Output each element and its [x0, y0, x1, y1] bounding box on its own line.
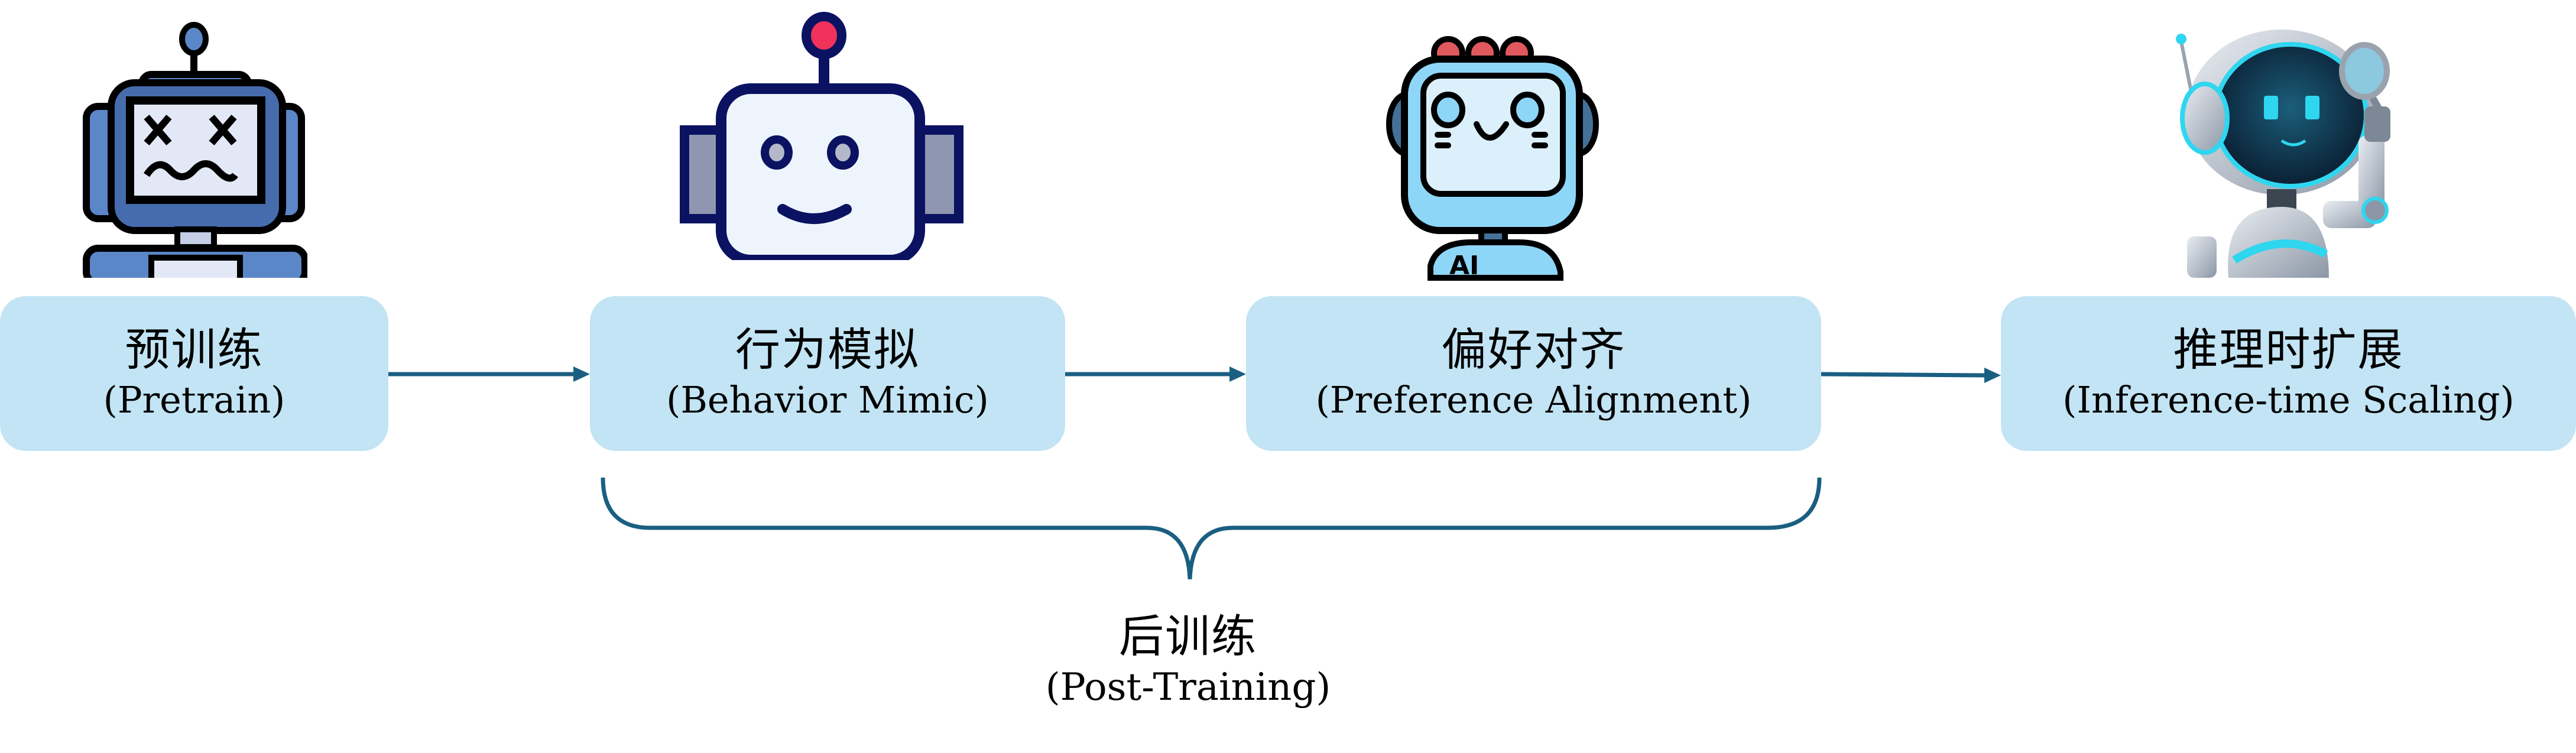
stage-behavior-mimic-zh: 行为模拟 — [735, 323, 920, 376]
post-training-en: (Post-Training) — [1045, 665, 1331, 709]
stage-inference-time-scaling-en: (Inference-time Scaling) — [2062, 378, 2515, 421]
arrow-preference-to-inference — [1821, 368, 2001, 383]
stage-pretrain-en: (Pretrain) — [103, 378, 285, 421]
ai-robot-icon: AI — [1386, 36, 1599, 281]
stage-preference-alignment: 偏好对齐 (Preference Alignment) — [1246, 296, 1821, 451]
stage-preference-alignment-en: (Preference Alignment) — [1315, 378, 1752, 421]
stage-preference-alignment-zh: 偏好对齐 — [1441, 323, 1626, 376]
post-training-brace — [601, 477, 1822, 580]
arrow-behavior-to-preference — [1065, 366, 1246, 382]
smiling-robot-icon — [680, 12, 963, 260]
post-training-label: 后训练 (Post-Training) — [981, 612, 1395, 710]
stage-pretrain-zh: 预训练 — [125, 323, 264, 376]
stage-behavior-mimic-en: (Behavior Mimic) — [666, 378, 989, 421]
robot-magnifier-icon — [2176, 30, 2390, 278]
post-training-zh: 后训练 — [1119, 610, 1257, 663]
stage-behavior-mimic: 行为模拟 (Behavior Mimic) — [590, 296, 1065, 451]
stage-pretrain: 预训练 (Pretrain) — [0, 296, 388, 451]
ai-badge-text: AI — [1449, 251, 1479, 281]
arrow-pretrain-to-behavior — [388, 366, 590, 382]
dizzy-robot-icon — [83, 22, 307, 278]
stage-inference-time-scaling: 推理时扩展 (Inference-time Scaling) — [2001, 296, 2576, 451]
stage-inference-time-scaling-zh: 推理时扩展 — [2173, 323, 2404, 376]
